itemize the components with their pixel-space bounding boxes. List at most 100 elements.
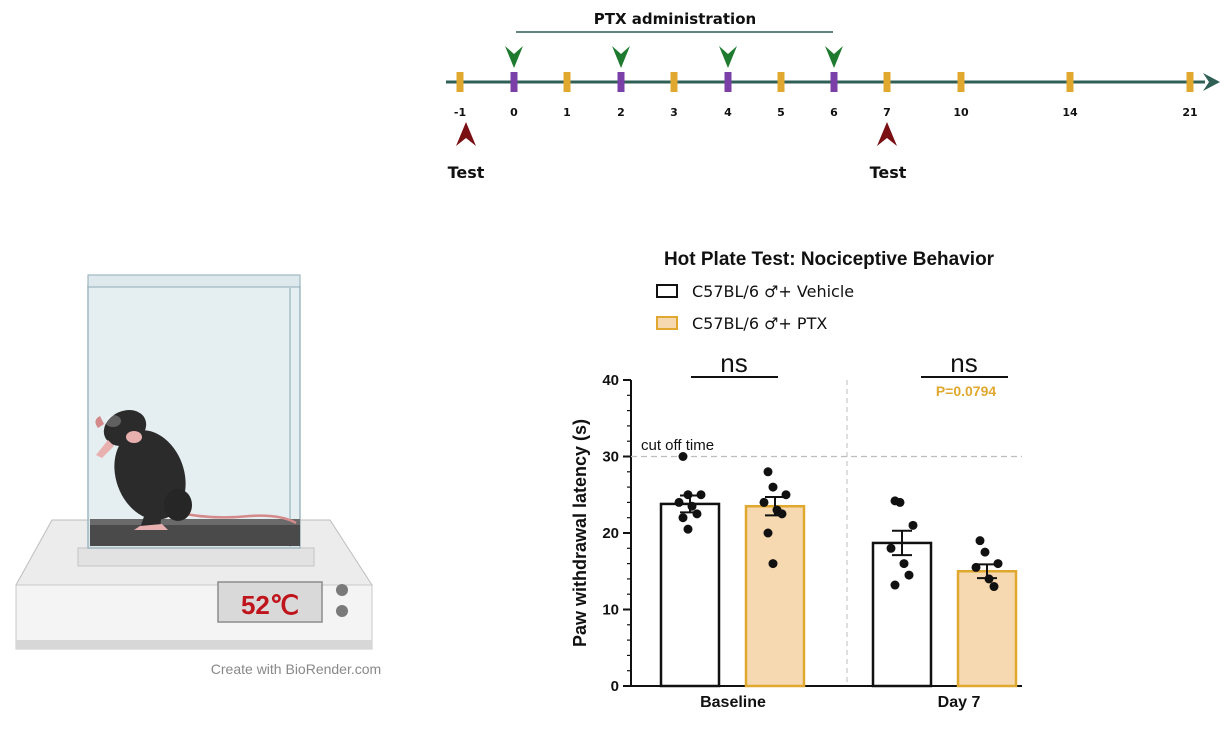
- data-point: [899, 559, 909, 569]
- data-point: [763, 528, 773, 538]
- data-point: [980, 547, 990, 557]
- timeline-day-label: 7: [883, 106, 891, 119]
- timeline-tick-day-2: [617, 72, 625, 92]
- category-label-baseline: Baseline: [700, 694, 766, 711]
- data-point: [696, 490, 706, 500]
- dose-arrow-icon: [825, 46, 843, 68]
- test-arrow-icon: [456, 122, 476, 146]
- data-point: [678, 452, 688, 461]
- timeline-test-label-2: Test: [870, 163, 907, 182]
- timeline-day-label: 6: [830, 106, 838, 119]
- bar-vehicle-baseline: [659, 502, 721, 688]
- dose-arrow-icon: [612, 46, 630, 68]
- bar-chart: Hot Plate Test: Nociceptive Behavior C57…: [570, 249, 1022, 711]
- y-tick-label: 20: [602, 525, 619, 542]
- timeline-day-label: 5: [777, 106, 785, 119]
- y-tick-label: 0: [611, 678, 619, 695]
- data-point: [904, 570, 914, 580]
- timeline-day-label: -1: [454, 106, 466, 119]
- data-point: [993, 559, 1003, 569]
- data-point: [759, 497, 769, 507]
- timeline-day-label: 10: [953, 106, 969, 119]
- y-tick-label: 40: [602, 372, 619, 389]
- timeline-tick-day-0: [510, 72, 518, 92]
- glass-top: [87, 274, 301, 288]
- timeline-tick-day-14: [1066, 72, 1074, 92]
- plate-surface: [77, 547, 315, 567]
- hot-plate-shadow: [16, 640, 372, 649]
- timeline-marks: -1 0 1 2 3 4 5 6 7 10 14 21: [454, 46, 1198, 146]
- legend: C57BL/6 ♂+ Vehicle C57BL/6 ♂+ PTX: [656, 282, 854, 333]
- y-tick-label: 10: [602, 602, 619, 619]
- data-point: [683, 524, 693, 534]
- metal-plate-top: [90, 519, 300, 525]
- data-point: [763, 467, 773, 477]
- y-axis-label: Paw withdrawal latency (s): [570, 419, 590, 647]
- timeline-tick-day--1: [456, 72, 464, 92]
- data-point: [886, 543, 896, 553]
- data-point: [971, 562, 981, 572]
- timeline-test-label-1: Test: [448, 163, 485, 182]
- chart-title: Hot Plate Test: Nociceptive Behavior: [664, 249, 995, 270]
- data-point: [692, 509, 702, 519]
- sig-pvalue-day7: P=0.0794: [936, 383, 997, 399]
- timeline-tick-day-21: [1186, 72, 1194, 92]
- bars: [659, 502, 1018, 688]
- data-point: [890, 580, 900, 590]
- data-point: [683, 490, 693, 500]
- timeline: PTX administration -1 0 1 2 3 4 5 6 7 10 14 21 Test…: [446, 10, 1220, 182]
- data-point: [975, 536, 985, 546]
- metal-plate: [90, 522, 300, 546]
- bar-ptx-day7: [956, 570, 1018, 688]
- data-point: [984, 574, 994, 584]
- control-knob-1: [336, 584, 348, 596]
- legend-swatch-ptx: [656, 316, 678, 330]
- timeline-tick-day-6: [830, 72, 838, 92]
- hot-plate-illustration: 52℃ Create with BioRender.com: [15, 274, 381, 677]
- timeline-tick-day-7: [883, 72, 891, 92]
- y-tick-label: 30: [602, 449, 619, 466]
- timeline-tick-day-1: [563, 72, 571, 92]
- legend-label-vehicle: C57BL/6 ♂+ Vehicle: [692, 282, 854, 301]
- timeline-title: PTX administration: [594, 10, 756, 28]
- timeline-day-label: 2: [617, 106, 625, 119]
- timeline-tick-day-3: [670, 72, 678, 92]
- data-point: [674, 497, 684, 507]
- timeline-day-label: 1: [563, 106, 571, 119]
- dose-arrow-icon: [505, 46, 523, 68]
- data-point: [989, 582, 999, 592]
- sig-label-baseline: ns: [720, 348, 747, 378]
- legend-label-ptx: C57BL/6 ♂+ PTX: [692, 314, 827, 333]
- y-ticks: 0 10 20 30 40: [602, 372, 631, 695]
- cutoff-label: cut off time: [641, 437, 714, 454]
- data-point: [781, 490, 791, 500]
- timeline-day-label: 3: [670, 106, 678, 119]
- timeline-day-label: 14: [1062, 106, 1078, 119]
- temperature-display: [217, 581, 323, 623]
- sig-label-day7: ns: [950, 348, 977, 378]
- control-knob-2: [336, 605, 348, 617]
- timeline-day-label: 4: [724, 106, 732, 119]
- timeline-tick-day-10: [957, 72, 965, 92]
- timeline-day-label: 21: [1182, 106, 1197, 119]
- data-point: [768, 482, 778, 492]
- data-point: [777, 509, 787, 519]
- bar-ptx-baseline: [744, 504, 806, 688]
- dose-arrow-icon: [719, 46, 737, 68]
- timeline-tick-day-4: [724, 72, 732, 92]
- data-point: [678, 513, 688, 523]
- temperature-readout: 52℃: [241, 590, 299, 620]
- data-point: [768, 559, 778, 569]
- data-point: [895, 497, 905, 507]
- data-point: [687, 501, 697, 511]
- test-arrow-icon: [877, 122, 897, 146]
- timeline-day-label: 0: [510, 106, 518, 119]
- timeline-tick-day-5: [777, 72, 785, 92]
- legend-swatch-vehicle: [656, 284, 678, 298]
- mouse-icon: [95, 410, 297, 530]
- biorender-credit: Create with BioRender.com: [211, 661, 381, 677]
- data-point: [908, 520, 918, 530]
- category-label-day7: Day 7: [938, 694, 981, 711]
- timeline-arrowhead: [1203, 73, 1220, 91]
